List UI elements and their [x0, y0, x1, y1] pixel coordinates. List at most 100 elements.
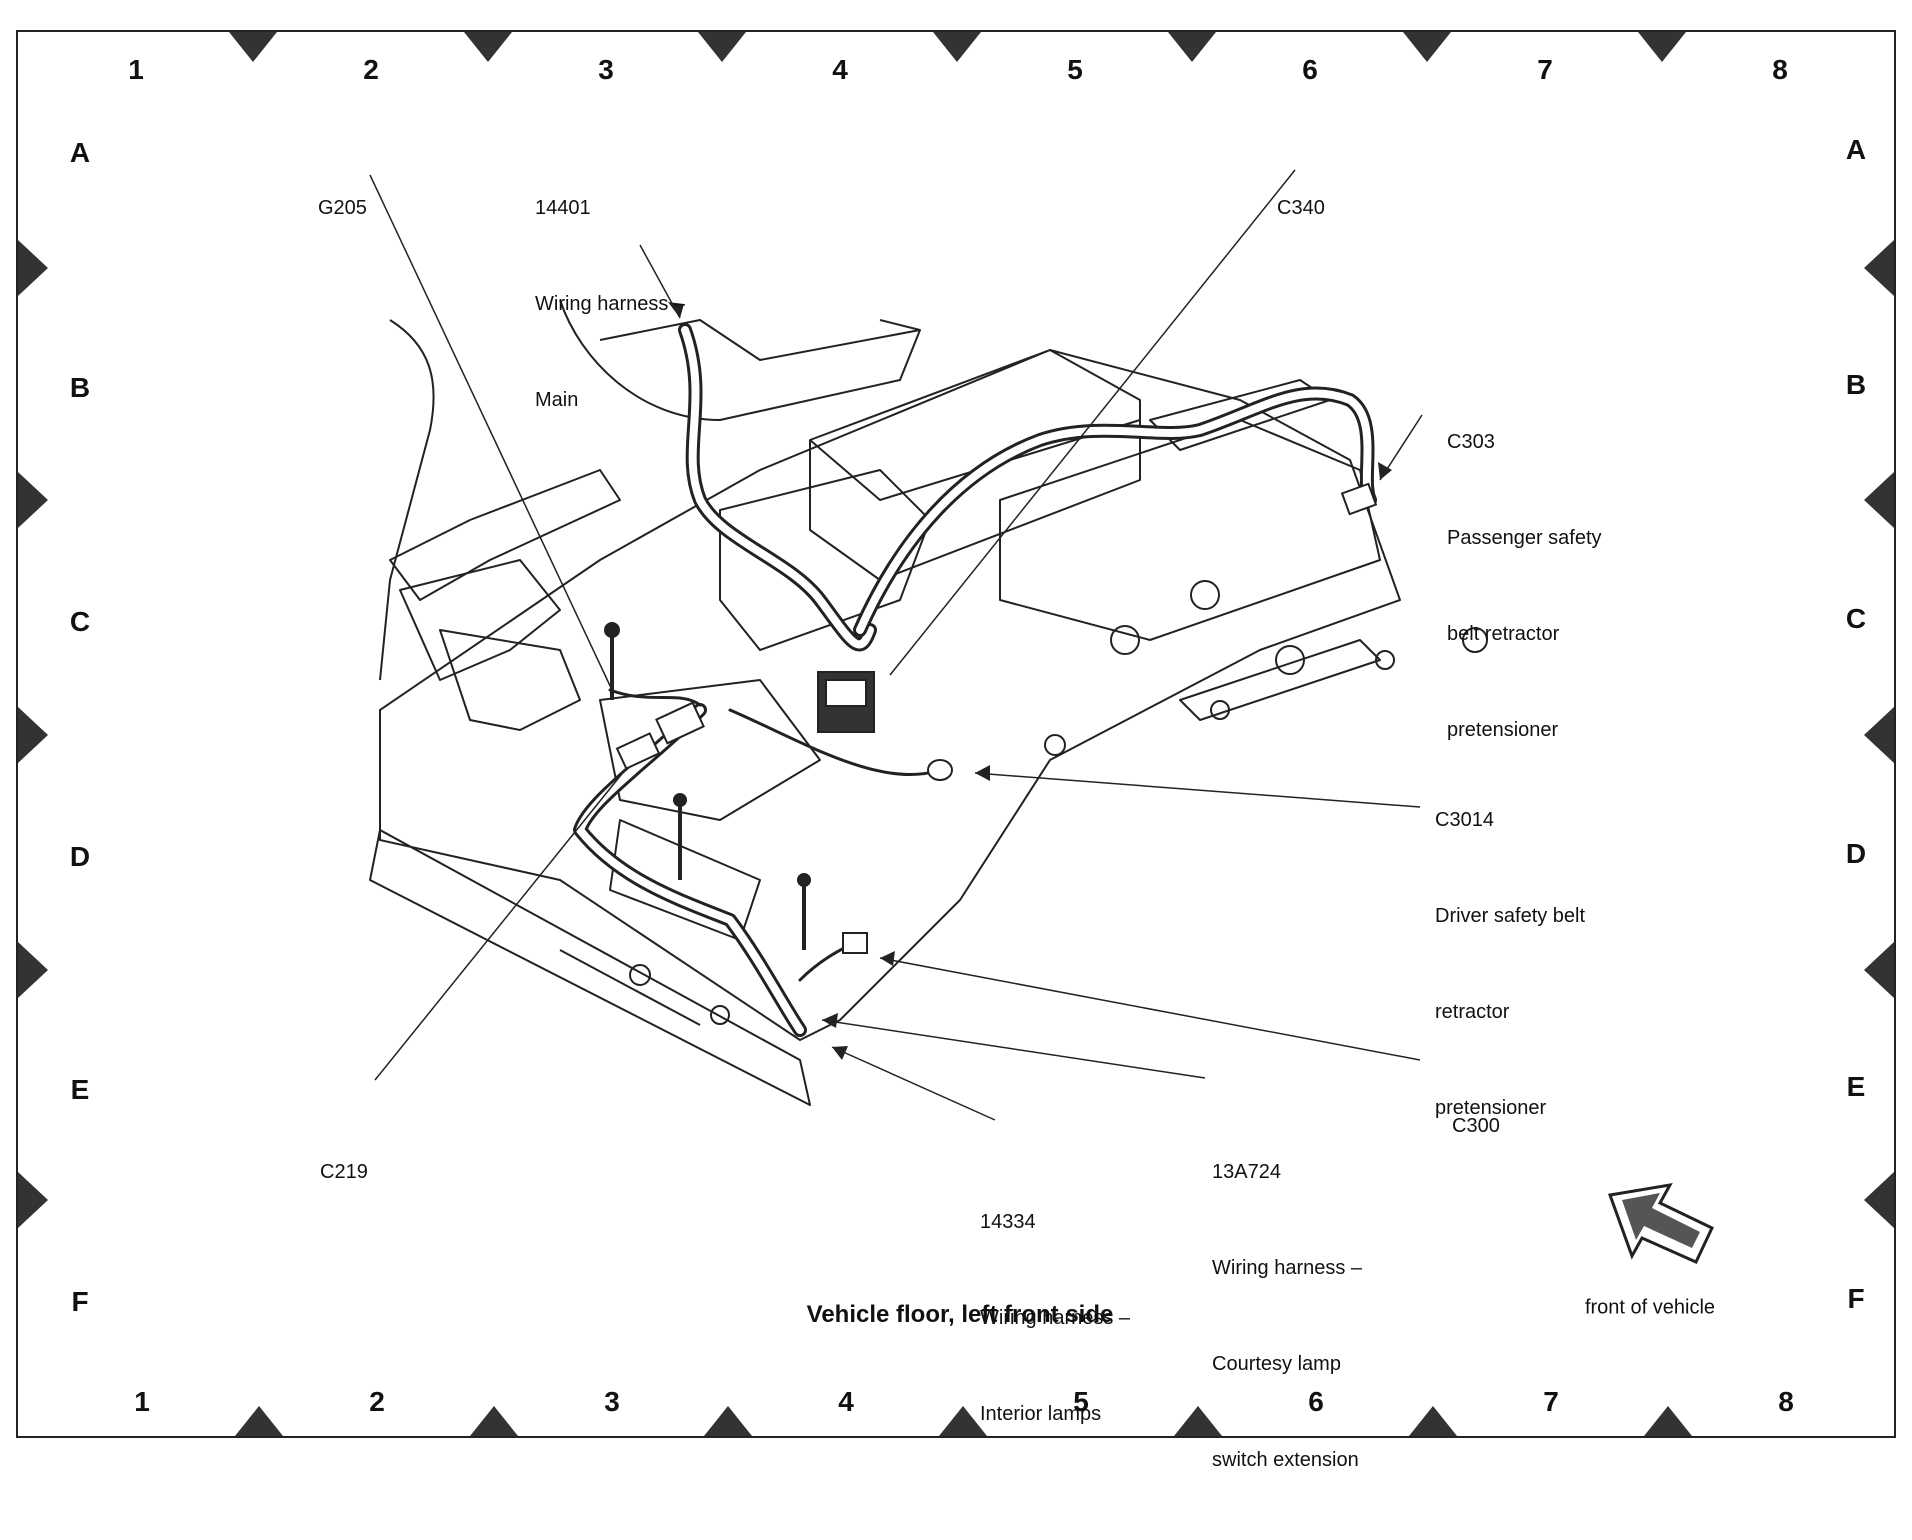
arrowhead [975, 765, 990, 781]
grid-marker-left [18, 1172, 48, 1228]
arrowhead [832, 1046, 848, 1060]
grid-column-label: 3 [598, 54, 614, 85]
callout-c219: C219 [320, 1092, 368, 1252]
grid-row-label: E [1846, 1071, 1866, 1102]
callout-line: Wiring harness – [1212, 1257, 1363, 1279]
rocker-panel [369, 829, 811, 1106]
grid-marker-right [1864, 942, 1894, 998]
grid-row-label: D [1845, 838, 1867, 869]
front-of-vehicle-label: front of vehicle [1584, 1296, 1716, 1319]
grid-marker-right [1864, 707, 1894, 763]
grid-column-label: 6 [1308, 1386, 1324, 1417]
stud-head [673, 793, 687, 807]
grid-column-label: 2 [369, 1386, 385, 1417]
grid-marker-left [18, 240, 48, 296]
grid-marker-bottom [1644, 1406, 1692, 1436]
callout-line: Passenger safety [1447, 527, 1602, 549]
g205-bolt-head [604, 622, 620, 638]
grid-row-label: B [69, 372, 91, 403]
rear-crossmember [599, 319, 921, 361]
floor-hole [629, 964, 651, 986]
callout-c3014: C3014 Driver safety belt retractor prete… [1435, 740, 1585, 1188]
grid-row-label: E [70, 1074, 90, 1105]
grid-marker-right [1864, 472, 1894, 528]
callout-id: G205 [318, 197, 367, 219]
grid-row-label: C [69, 606, 91, 637]
interior-harness-leader [831, 1046, 996, 1121]
floor-contour-left [379, 319, 435, 681]
grid-column-label: 7 [1543, 1386, 1559, 1417]
grid-markers [18, 32, 1894, 1436]
grid-marker-top [464, 32, 512, 62]
floor-hole [1044, 734, 1066, 756]
callout-line: retractor [1435, 1001, 1510, 1023]
arrowhead [822, 1013, 838, 1028]
courtesy-harness-leader [821, 1019, 1206, 1079]
grid-column-label: 6 [1302, 54, 1318, 85]
junction-block [655, 701, 705, 745]
grid-marker-right [1864, 1172, 1894, 1228]
grid-row-label: B [1845, 369, 1867, 400]
callout-c340: C340 [1277, 128, 1325, 288]
console-bracket [719, 469, 931, 651]
callout-courtesy-harness: 13A724 Wiring harness – Courtesy lamp sw… [1212, 1092, 1362, 1540]
rocker-panel-edge [559, 949, 701, 1026]
callout-line: Main [535, 389, 579, 411]
grid-column-label: 3 [604, 1386, 620, 1417]
callout-c300: C300 [1452, 1046, 1500, 1206]
grid-marker-bottom [1174, 1406, 1222, 1436]
g205-leader [369, 174, 613, 691]
floor-hole [710, 1005, 730, 1025]
floor-hole [1375, 650, 1395, 670]
grid-column-label: 4 [838, 1386, 854, 1417]
grid-column-label: 8 [1772, 54, 1788, 85]
floor-pan-outline [379, 349, 1401, 1041]
callout-g205: G205 [318, 128, 367, 288]
grid-marker-left [18, 942, 48, 998]
ground-lead [608, 688, 702, 707]
callout-line: Wiring harness – [980, 1307, 1131, 1329]
callout-id: C340 [1277, 197, 1325, 219]
c3014-connector [927, 759, 953, 781]
grid-row-label: A [1845, 134, 1867, 165]
vehicle-floor-illustration [18, 32, 1894, 1436]
grid-marker-bottom [704, 1406, 752, 1436]
lower-harness-route-inner [576, 706, 804, 1034]
callout-line: Interior lamps [980, 1403, 1102, 1425]
grid-column-label: 2 [363, 54, 379, 85]
center-tunnel [809, 349, 1141, 581]
grid-column-label: 1 [128, 54, 144, 85]
grid-column-label: 8 [1778, 1386, 1794, 1417]
seat-rail-right-2 [1179, 639, 1381, 721]
leader-lines [369, 169, 1423, 1121]
front-of-vehicle-arrow [1607, 1183, 1714, 1264]
main-harness-route-inner [681, 326, 874, 649]
grid-marker-right [1864, 240, 1894, 296]
grid-marker-top [933, 32, 981, 62]
callout-id: C3014 [1435, 809, 1494, 831]
floor-hole [1275, 645, 1305, 675]
floor-hole [1190, 580, 1220, 610]
callout-id: 14334 [980, 1211, 1036, 1233]
c3014-leader [974, 772, 1421, 808]
right-floor-panel [999, 419, 1381, 641]
rear-mount-plate [559, 299, 921, 421]
grid-row-label: C [1845, 603, 1867, 634]
grid-marker-top [1168, 32, 1216, 62]
grid-marker-bottom [939, 1406, 987, 1436]
grid-column-label: 1 [134, 1386, 150, 1417]
grid-marker-left [18, 472, 48, 528]
callout-c303: C303 Passenger safety belt retractor pre… [1447, 362, 1602, 810]
callout-id: 14401 [535, 197, 591, 219]
passenger-harness-route-inner [856, 389, 1374, 634]
stud-head [797, 873, 811, 887]
grid-marker-top [698, 32, 746, 62]
main-harness-route [678, 323, 877, 652]
floor-hole [1462, 627, 1488, 653]
grid-marker-top [1403, 32, 1451, 62]
floor-hole [1110, 625, 1140, 655]
driver-pretensioner-lead [728, 708, 942, 776]
diagram-title: Vehicle floor, left front side [806, 1301, 1114, 1328]
grid-marker-bottom [235, 1406, 283, 1436]
